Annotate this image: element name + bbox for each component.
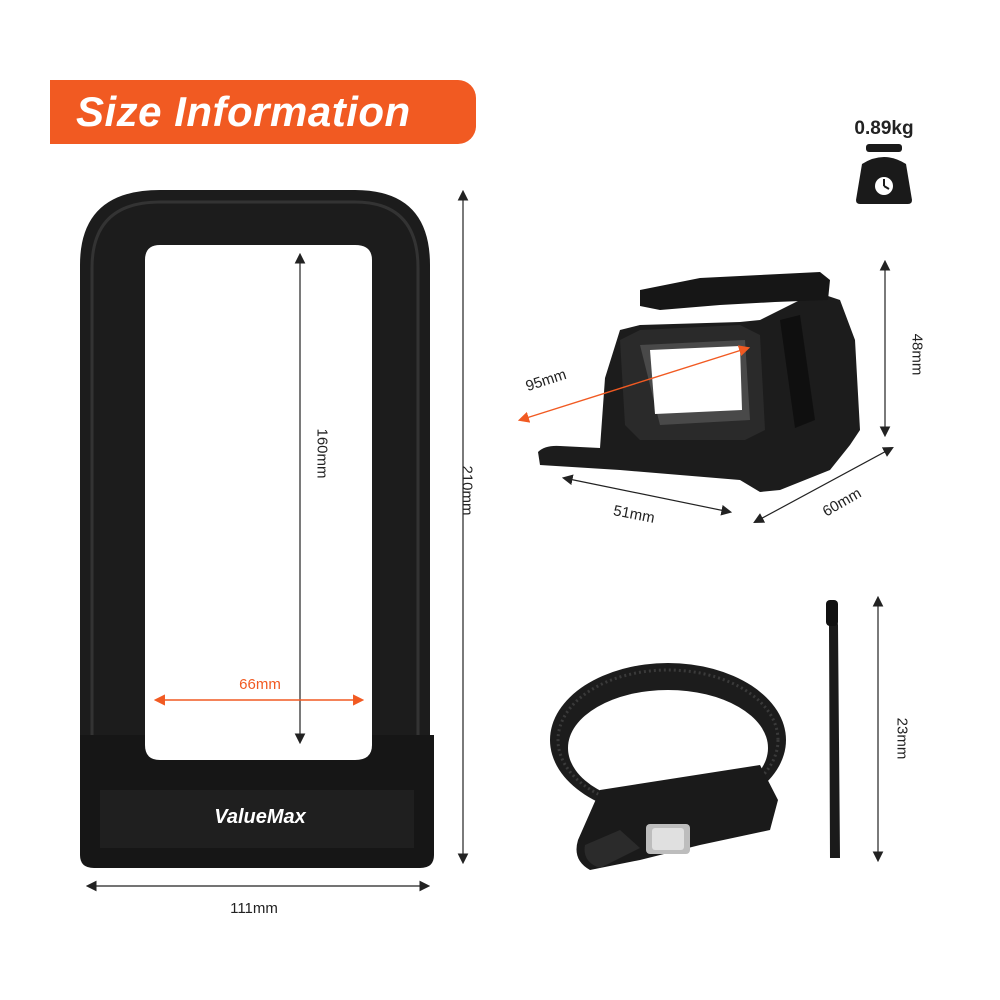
bracket-width-line [561, 474, 733, 516]
weight-label: 0.89kg [854, 118, 914, 139]
outer-width-label: 111mm [230, 900, 278, 917]
bracket-image [538, 272, 860, 492]
bracket-depth-line [753, 446, 894, 524]
size-info-banner: Size Information [50, 80, 476, 144]
inner-width-label: 66mm [239, 676, 281, 693]
outer-height-label: 210mm [458, 465, 476, 516]
zip-tie-image [826, 600, 840, 858]
bracket-height-label: 48mm [908, 333, 926, 376]
scale-icon [856, 144, 912, 204]
banner-title: Size Information [76, 88, 411, 135]
strap-length-label: 23mm [893, 717, 911, 760]
brand-logo-text: ValueMax [214, 806, 306, 828]
strap-ring-image [550, 663, 786, 870]
bracket-length-line [517, 345, 751, 423]
u-lock-image [80, 190, 434, 868]
inner-height-label: 160mm [313, 428, 331, 479]
